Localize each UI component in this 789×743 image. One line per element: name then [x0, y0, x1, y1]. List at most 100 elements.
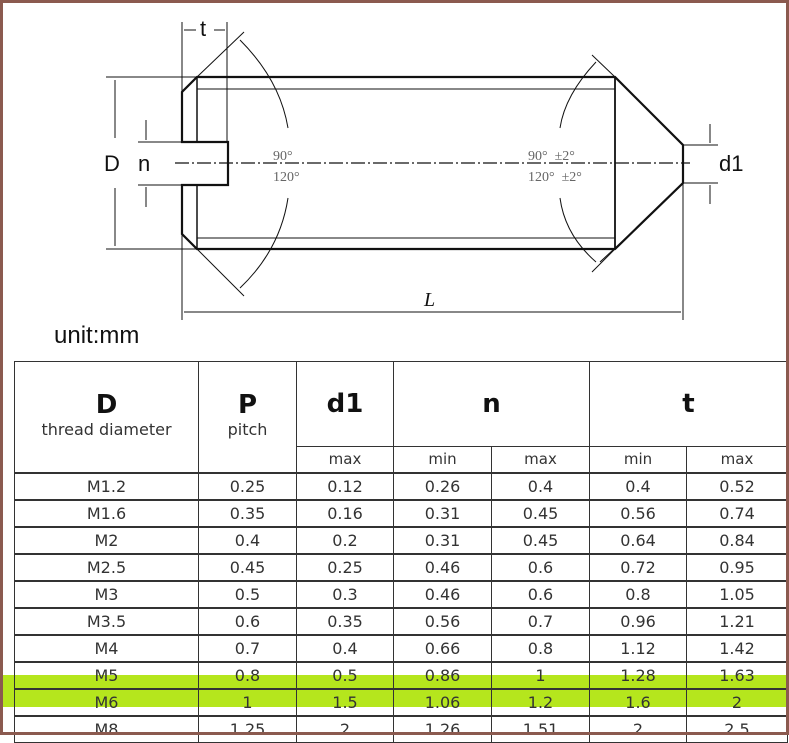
cell-n-min: 0.66 [393, 634, 492, 663]
angle-right-120: 120° ±2° [528, 170, 582, 185]
cell-d1-max: 0.25 [296, 553, 394, 582]
subheader-d1-max: max [296, 446, 394, 474]
cell-t-min: 0.72 [589, 553, 688, 582]
header-n: n [392, 361, 591, 447]
cell-t-min: 1.28 [589, 661, 688, 690]
cell-P: 0.5 [198, 580, 297, 609]
cell-t-max: 0.95 [686, 553, 789, 582]
angle-left-120: 120° [273, 170, 300, 185]
cell-P: 1.25 [198, 715, 297, 743]
subheader-n-max: max [490, 446, 591, 474]
cell-P: 0.7 [198, 634, 297, 663]
cell-t-max: 1.42 [686, 634, 789, 663]
cell-d1-max: 0.3 [296, 580, 394, 609]
cell-d1-max: 0.35 [296, 607, 394, 636]
cell-t-max: 1.05 [686, 580, 789, 609]
cell-P: 0.6 [198, 607, 297, 636]
cell-n-max: 0.7 [490, 607, 591, 636]
unit-label: unit:mm [54, 322, 140, 349]
subheader-t-max: max [686, 446, 789, 474]
cell-P: 1 [198, 688, 297, 717]
cell-P: 0.4 [198, 526, 297, 555]
screw-outline [180, 75, 685, 251]
cell-t-max: 1.21 [686, 607, 789, 636]
subheader-t-min: min [589, 446, 688, 474]
angle-right-90: 90° ±2° [528, 149, 575, 164]
cell-P: 0.25 [198, 472, 297, 501]
cell-t-min: 0.56 [589, 499, 688, 528]
cell-n-max: 0.6 [490, 553, 591, 582]
cell-D: M4 [14, 634, 199, 663]
cell-d1-max: 0.5 [296, 661, 394, 690]
cell-t-max: 2.5 [686, 715, 789, 743]
subheader-n-min: min [393, 446, 492, 474]
cell-d1-max: 0.16 [296, 499, 394, 528]
cell-n-max: 1.51 [490, 715, 591, 743]
cell-t-max: 1.63 [686, 661, 789, 690]
cell-t-min: 1.12 [589, 634, 688, 663]
cell-D: M5 [14, 661, 199, 690]
cell-n-min: 0.56 [393, 607, 492, 636]
cell-n-max: 0.4 [490, 472, 591, 501]
cell-n-max: 0.45 [490, 526, 591, 555]
cell-d1-max: 0.12 [296, 472, 394, 501]
cell-D: M1.6 [14, 499, 199, 528]
cell-D: M8 [14, 715, 199, 743]
cell-P: 0.45 [198, 553, 297, 582]
cell-d1-max: 0.2 [296, 526, 394, 555]
cell-D: M3.5 [14, 607, 199, 636]
cell-D: M2 [14, 526, 199, 555]
cell-t-min: 0.64 [589, 526, 688, 555]
cell-D: M2.5 [14, 553, 199, 582]
cell-t-min: 1.6 [589, 688, 688, 717]
cell-P: 0.35 [198, 499, 297, 528]
cell-t-min: 0.8 [589, 580, 688, 609]
cell-P: 0.8 [198, 661, 297, 690]
cell-D: M3 [14, 580, 199, 609]
cell-n-min: 0.31 [393, 499, 492, 528]
cell-t-min: 0.96 [589, 607, 688, 636]
cell-n-max: 1 [490, 661, 591, 690]
cell-n-min: 1.26 [393, 715, 492, 743]
cell-t-max: 2 [686, 688, 789, 717]
cell-d1-max: 2 [296, 715, 394, 743]
label-t: t [200, 16, 206, 41]
cell-n-min: 0.31 [393, 526, 492, 555]
cell-t-min: 2 [589, 715, 688, 743]
cell-n-min: 1.06 [393, 688, 492, 717]
cell-t-min: 0.4 [589, 472, 688, 501]
cell-d1-max: 0.4 [296, 634, 394, 663]
cell-D: M1.2 [14, 472, 199, 501]
label-L: L [423, 289, 435, 311]
cell-D: M6 [14, 688, 199, 717]
cell-t-max: 0.74 [686, 499, 789, 528]
cell-t-max: 0.52 [686, 472, 789, 501]
header-d1: d1 [296, 361, 394, 447]
header-t: t [589, 361, 789, 447]
set-screw-drawing: t D n d1 L 90° 120° 90° ±2° 120° ±2° [104, 16, 743, 320]
cell-n-max: 0.8 [490, 634, 591, 663]
cell-n-max: 1.2 [490, 688, 591, 717]
cell-n-min: 0.46 [393, 553, 492, 582]
label-n: n [138, 151, 150, 176]
cell-n-min: 0.46 [393, 580, 492, 609]
cell-n-min: 0.26 [393, 472, 492, 501]
cell-d1-max: 1.5 [296, 688, 394, 717]
angle-left-90: 90° [273, 149, 293, 164]
label-d1: d1 [719, 151, 743, 176]
label-D: D [104, 151, 120, 176]
cell-n-min: 0.86 [393, 661, 492, 690]
cell-n-max: 0.6 [490, 580, 591, 609]
